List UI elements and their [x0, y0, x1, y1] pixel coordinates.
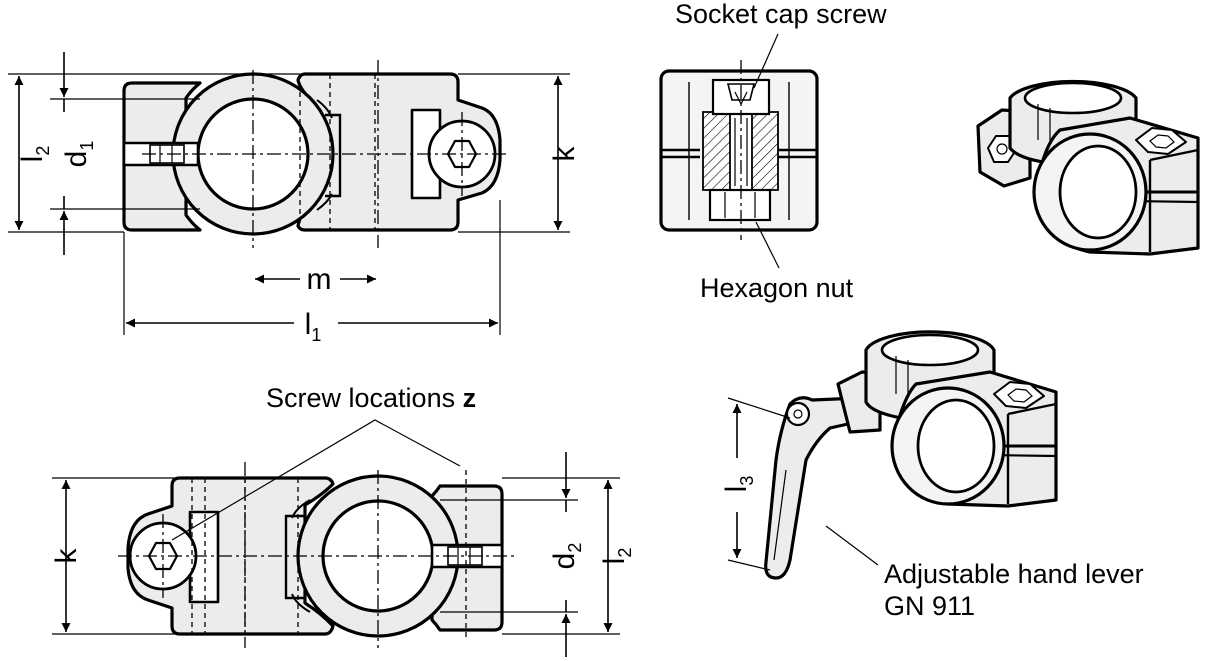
bottom-view	[52, 419, 620, 657]
dim-d2: d2	[548, 543, 585, 570]
label-hand-lever-line2: GN 911	[884, 591, 975, 621]
screw-locations-leader	[171, 419, 461, 541]
top-view-centerlines	[142, 60, 510, 248]
label-screw-locations: Screw locations z	[266, 383, 476, 413]
dim-l1: l1	[305, 308, 322, 345]
top-view: l2 d1 k m l1	[8, 52, 581, 345]
dim-k-top: k	[548, 146, 581, 162]
dim-l2-top: l2	[16, 146, 53, 163]
dim-l2-bottom: l2	[598, 548, 635, 565]
isometric-view-hand-lever	[727, 330, 1058, 580]
dim-m: m	[307, 263, 332, 296]
socket-cap-screw-leader	[753, 33, 779, 89]
top-view-dimension-lines	[8, 52, 570, 335]
hexagon-nut-leader	[755, 221, 780, 269]
dim-l3: l3	[720, 476, 757, 493]
dim-d1: d1	[60, 141, 97, 168]
label-hexagon-nut: Hexagon nut	[700, 273, 854, 303]
dim-k-bottom: k	[50, 548, 83, 564]
hand-lever-leader	[825, 525, 879, 566]
isometric-view-top	[976, 79, 1200, 256]
label-socket-cap-screw: Socket cap screw	[675, 0, 887, 29]
section-view	[659, 33, 819, 269]
label-hand-lever-line1: Adjustable hand lever	[884, 559, 1144, 589]
